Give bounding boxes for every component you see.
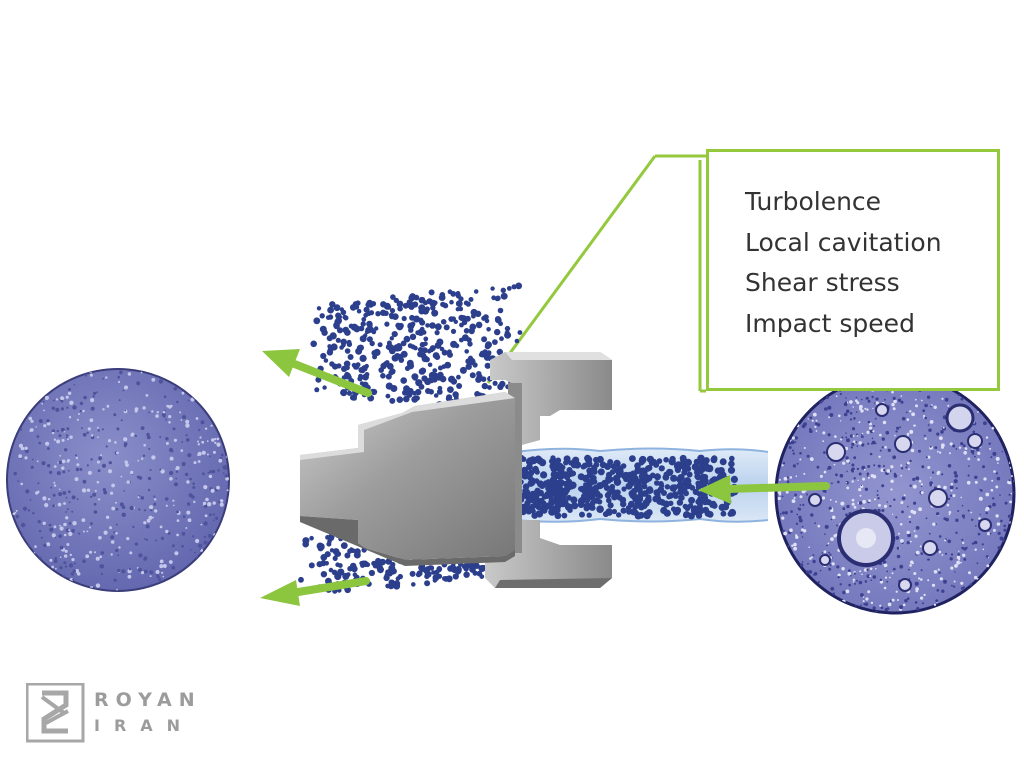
mechanism-item-local-cavitation: Local cavitation [745, 227, 942, 257]
valve-plunger [300, 392, 515, 566]
dispersed-droplets [298, 282, 523, 594]
flow-arrows [260, 349, 830, 606]
mechanism-item-impact-speed: Impact speed [745, 308, 915, 338]
royan-iran-logo-icon [26, 683, 85, 743]
callout-leader-lines [486, 154, 706, 393]
valve-seat [485, 352, 612, 588]
logo-text-iran: IRAN [94, 716, 195, 735]
coarse-emulsion-micrograph [774, 373, 1016, 615]
mechanism-item-shear-stress: Shear stress [745, 268, 900, 297]
arrow-outlet-upper [262, 349, 372, 397]
arrow-outlet-lower [260, 577, 370, 606]
mechanism-item-turbolence: Turbolence [745, 187, 882, 216]
logo-text-royan: ROYAN [94, 689, 202, 711]
arrow-inlet [698, 475, 830, 504]
mechanism-list: Turbolence Local cavitation Shear stress… [745, 182, 942, 344]
fine-emulsion-micrograph [6, 368, 230, 592]
inlet-fluid-tube [514, 447, 769, 523]
mechanism-callout-box [706, 149, 1000, 391]
